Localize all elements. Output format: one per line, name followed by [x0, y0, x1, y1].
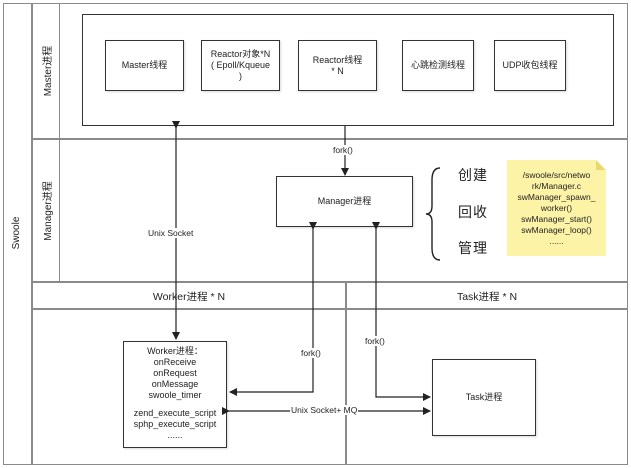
- heartbeat-thread-box: 心跳检测线程: [402, 40, 474, 91]
- manager-label-column: [32, 139, 60, 282]
- udp-thread-box: UDP收包线程: [494, 40, 566, 91]
- master-label-column: [32, 3, 60, 139]
- task-header-cell: [346, 282, 628, 309]
- unix-socket-label: Unix Socket: [147, 228, 195, 238]
- fork-manager-task-arrow: [372, 222, 431, 401]
- manager-brace: [426, 167, 441, 261]
- action-recycle: 回收: [458, 204, 488, 220]
- task-process-box: Task进程: [432, 359, 536, 436]
- worker-header: Worker进程 * N: [152, 291, 226, 303]
- master-inner-frame: [82, 14, 614, 126]
- reactor-thread-box: Reactor线程 * N: [298, 40, 377, 91]
- worker-area: [32, 309, 346, 465]
- worker-header-cell: [32, 282, 346, 309]
- action-create: 创建: [458, 167, 488, 183]
- manager-process-box: Manager进程: [276, 176, 413, 227]
- task-header: Task进程 * N: [456, 291, 518, 303]
- reactor-object-box: Reactor对象*N ( Epoll/Kqueue ): [201, 40, 280, 91]
- fork-master-label: fork(): [332, 145, 354, 155]
- fork-manager-worker-arrow: [229, 222, 317, 396]
- fork-task-label: fork(): [364, 336, 386, 346]
- manager-source-note: /swoole/src/netwo rk/Manager.c swManager…: [507, 160, 606, 256]
- swoole-column: [3, 3, 32, 465]
- master-thread-box: Master线程: [105, 40, 184, 91]
- note-fold-corner: [596, 160, 606, 170]
- worker-process-box: Worker进程： onReceive onRequest onMessage …: [123, 341, 227, 448]
- action-manage: 管理: [458, 240, 488, 256]
- task-area: [346, 309, 628, 465]
- unix-socket-mq-label: Unix Socket+ MQ: [290, 405, 359, 415]
- fork-worker-label: fork(): [300, 348, 322, 358]
